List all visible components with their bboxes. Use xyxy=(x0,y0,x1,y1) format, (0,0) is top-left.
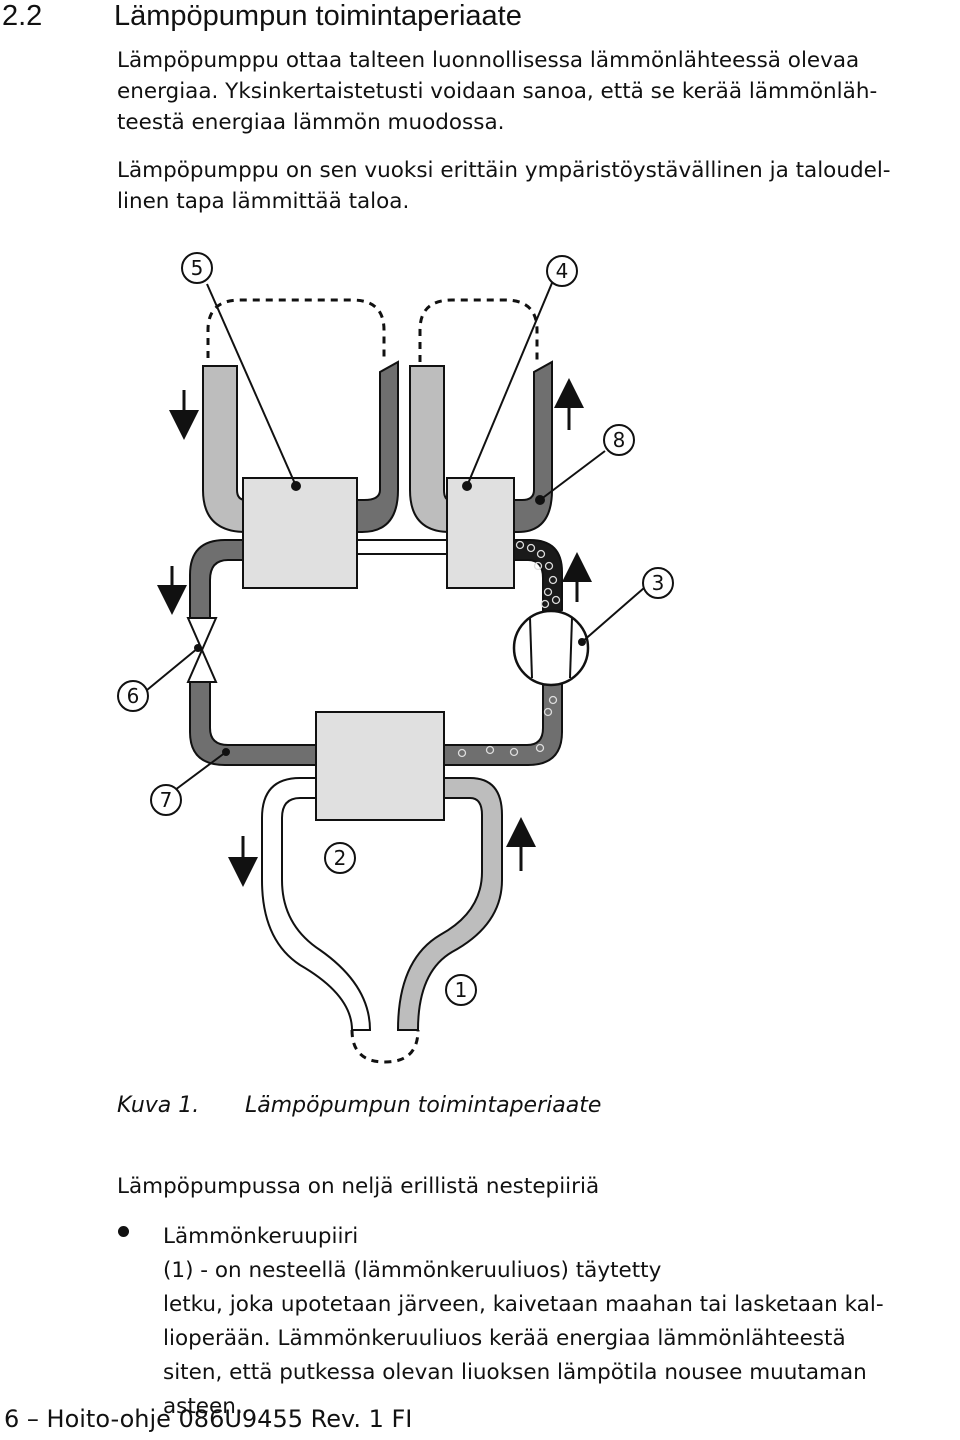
body-lead: Lämpöpumpussa on neljä erillistä nestepi… xyxy=(117,1171,937,1202)
ground-pipe-cold xyxy=(261,777,372,1031)
callout-5: 5 xyxy=(191,256,204,280)
bullet-icon xyxy=(118,1226,129,1237)
bullet-line-3: lioperään. Lämmönkeruuliuos kerää energi… xyxy=(163,1326,846,1351)
heat-exchanger-hot xyxy=(446,477,515,589)
callout-3: 3 xyxy=(652,571,665,595)
page-footer: 6 – Hoito-ohje 086U9455 Rev. 1 FI xyxy=(4,1405,413,1433)
callout-leaders xyxy=(146,282,645,791)
bullet-line-1: (1) - on nesteellä (lämmönkeruuliuos) tä… xyxy=(163,1258,662,1283)
callout-4: 4 xyxy=(556,259,569,283)
refrigerant-pipe-bottom-left xyxy=(189,679,317,766)
caption-label: Kuva 1. xyxy=(117,1093,200,1118)
bullet-term: Lämmönkeruupiiri xyxy=(163,1224,359,1249)
dashed-loop-left xyxy=(206,298,386,362)
intro-paragraph-1: Lämpöpumppu ottaa talteen luonnollisessa… xyxy=(117,45,937,138)
section-number: 2.2 xyxy=(2,0,43,32)
intro-line: Lämpöpumppu ottaa talteen luonnollisessa… xyxy=(117,48,860,73)
caption-text: Lämpöpumpun toimintaperiaate xyxy=(245,1093,602,1118)
dashed-loop-bottom xyxy=(350,1029,420,1064)
intro-line: teestä energiaa lämmön muodossa. xyxy=(117,110,505,135)
bullet-line: Lämmönkeruupiiri (1) - on nesteellä (läm… xyxy=(163,1220,884,1288)
intro-line: Lämpöpumppu on sen vuoksi erittäin ympär… xyxy=(117,158,891,183)
heat-exchanger-bottom xyxy=(315,711,445,821)
bullet-line-5: asteen. xyxy=(163,1394,243,1419)
callout-7: 7 xyxy=(160,788,173,812)
figure-caption: Kuva 1. Lämpöpumpun toimintaperiaate xyxy=(117,1093,601,1118)
callout-badges xyxy=(117,252,674,1006)
intro-paragraph-2: Lämpöpumppu on sen vuoksi erittäin ympär… xyxy=(117,155,937,217)
ground-pipe-warm xyxy=(396,777,503,1031)
flow-arrows xyxy=(157,378,592,887)
condenser-pipe-left-return xyxy=(356,360,399,533)
refrigerant-pipe-left xyxy=(189,539,244,619)
evaporator-pipe-right xyxy=(511,360,553,533)
bullet-line-4: siten, että putkessa olevan liuoksen läm… xyxy=(163,1360,867,1385)
refrigerant-pipe-bottom-right xyxy=(443,678,563,766)
callout-6: 6 xyxy=(127,684,140,708)
compressor xyxy=(512,609,590,687)
heat-exchanger-condenser xyxy=(242,477,358,589)
vapor-bubbles xyxy=(457,540,561,758)
callout-1: 1 xyxy=(455,978,468,1002)
section-title: Lämpöpumpun toimintaperiaate xyxy=(114,0,522,32)
bullet-line-2: letku, joka upotetaan järveen, kaivetaan… xyxy=(163,1292,884,1317)
callout-8: 8 xyxy=(613,428,626,452)
intro-line: linen tapa lämmittää taloa. xyxy=(117,189,410,214)
expansion-valve xyxy=(186,617,218,683)
intro-line: energiaa. Yksinkertaistetusti voidaan sa… xyxy=(117,79,878,104)
lead-text: Lämpöpumpussa on neljä erillistä nestepi… xyxy=(117,1174,600,1199)
bullet-item: Lämmönkeruupiiri (1) - on nesteellä (läm… xyxy=(163,1220,884,1424)
dashed-loop-right xyxy=(418,298,539,362)
callout-2: 2 xyxy=(334,846,347,870)
section-heading: 2.2 Lämpöpumpun toimintaperiaate xyxy=(2,0,522,33)
